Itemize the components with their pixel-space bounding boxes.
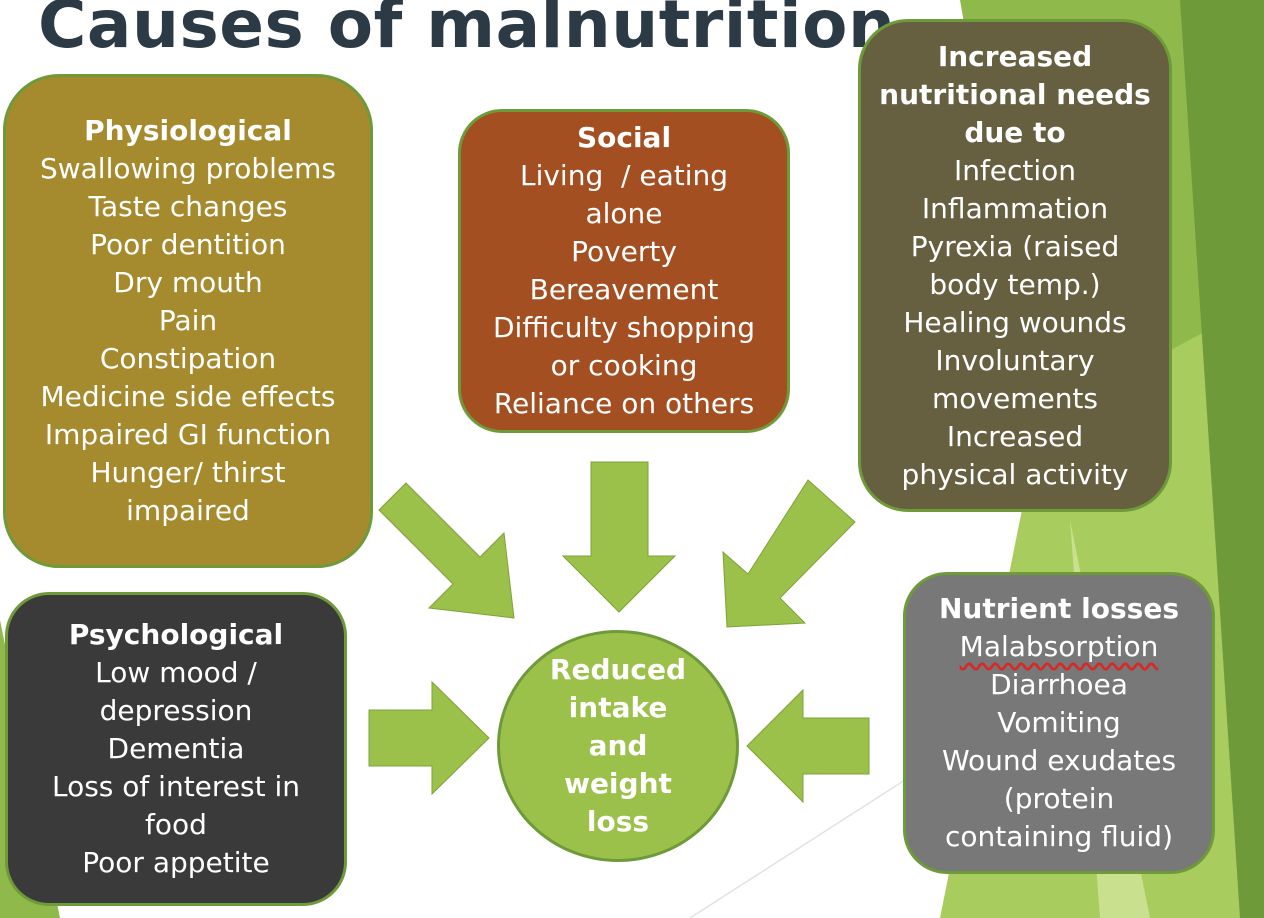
psychological-box: Psychological Low mood / depression Deme… xyxy=(5,592,347,906)
social-item: alone xyxy=(585,197,663,230)
social-item: or cooking xyxy=(550,349,698,382)
psychological-item: Poor appetite xyxy=(82,846,270,879)
outcome-line: intake xyxy=(568,691,668,724)
needs-heading-line: nutritional needs xyxy=(879,77,1151,111)
physiological-item: Constipation xyxy=(99,342,277,375)
social-heading: Social xyxy=(576,121,672,154)
physiological-heading: Physiological xyxy=(84,114,292,147)
needs-item: body temp.) xyxy=(929,267,1101,301)
outcome-line: and xyxy=(588,729,648,762)
nutrient-losses-box: Nutrient losses Malabsorption Diarrhoea … xyxy=(903,572,1215,874)
social-item: Living / eating xyxy=(519,159,729,192)
psychological-item: food xyxy=(145,808,207,841)
social-item: Poverty xyxy=(571,235,677,268)
psychological-item: Loss of interest in xyxy=(51,770,301,803)
social-item: Reliance on others xyxy=(493,387,755,420)
physiological-box: Physiological Swallowing problems Taste … xyxy=(3,74,373,568)
arrow-psychological xyxy=(368,680,490,796)
social-item: Bereavement xyxy=(529,273,719,306)
social-box: Social Living / eating alone Poverty Ber… xyxy=(458,109,790,433)
psychological-item: Low mood / xyxy=(95,656,257,689)
needs-heading-line: due to xyxy=(964,115,1066,149)
arrow-needs xyxy=(722,479,856,628)
needs-item: Infection xyxy=(953,153,1077,187)
losses-item: Diarrhoea xyxy=(990,668,1128,701)
needs-item: movements xyxy=(931,381,1099,415)
bg-thin-line xyxy=(689,779,906,918)
needs-item: Pyrexia (raised xyxy=(910,229,1120,263)
physiological-item: Taste changes xyxy=(88,190,288,223)
needs-item: Increased xyxy=(946,419,1084,453)
outcome-line: Reduced xyxy=(549,653,687,686)
physiological-item: Swallowing problems xyxy=(39,152,337,185)
physiological-item: impaired xyxy=(126,494,250,527)
physiological-item: Dry mouth xyxy=(113,266,263,299)
physiological-item: Hunger/ thirst xyxy=(90,456,286,489)
psychological-heading: Psychological xyxy=(68,618,284,651)
page-title: Causes of malnutrition xyxy=(38,0,896,63)
bg-slash-edge xyxy=(1180,0,1264,918)
losses-heading: Nutrient losses xyxy=(938,592,1180,625)
needs-item: Healing wounds xyxy=(903,305,1127,339)
physiological-item: Pain xyxy=(158,304,218,337)
physiological-item: Medicine side effects xyxy=(40,380,336,413)
physiological-item: Impaired GI function xyxy=(44,418,332,451)
psychological-item: Dementia xyxy=(107,732,245,765)
social-item: Difficulty shopping xyxy=(492,311,756,344)
arrow-losses xyxy=(746,688,870,804)
losses-item: Vomiting xyxy=(997,706,1121,739)
needs-heading-line: Increased xyxy=(937,39,1093,73)
outcome-circle: Reduced intake and weight loss xyxy=(497,630,739,862)
physiological-item: Poor dentition xyxy=(90,228,286,261)
needs-item: Involuntary xyxy=(935,343,1095,377)
arrow-social xyxy=(561,461,677,613)
psychological-item: depression xyxy=(99,694,253,727)
arrow-physiological xyxy=(378,482,515,619)
losses-item-spellcheck: Malabsorption xyxy=(959,630,1159,663)
needs-item: physical activity xyxy=(901,457,1129,491)
losses-item: Wound exudates xyxy=(941,744,1177,777)
losses-item: containing fluid) xyxy=(945,820,1173,853)
needs-item: Inflammation xyxy=(921,191,1109,225)
outcome-line: loss xyxy=(586,805,650,838)
outcome-line: weight xyxy=(564,767,672,800)
nutritional-needs-box: Increased nutritional needs due to Infec… xyxy=(858,19,1172,512)
losses-item: (protein xyxy=(1003,782,1115,815)
